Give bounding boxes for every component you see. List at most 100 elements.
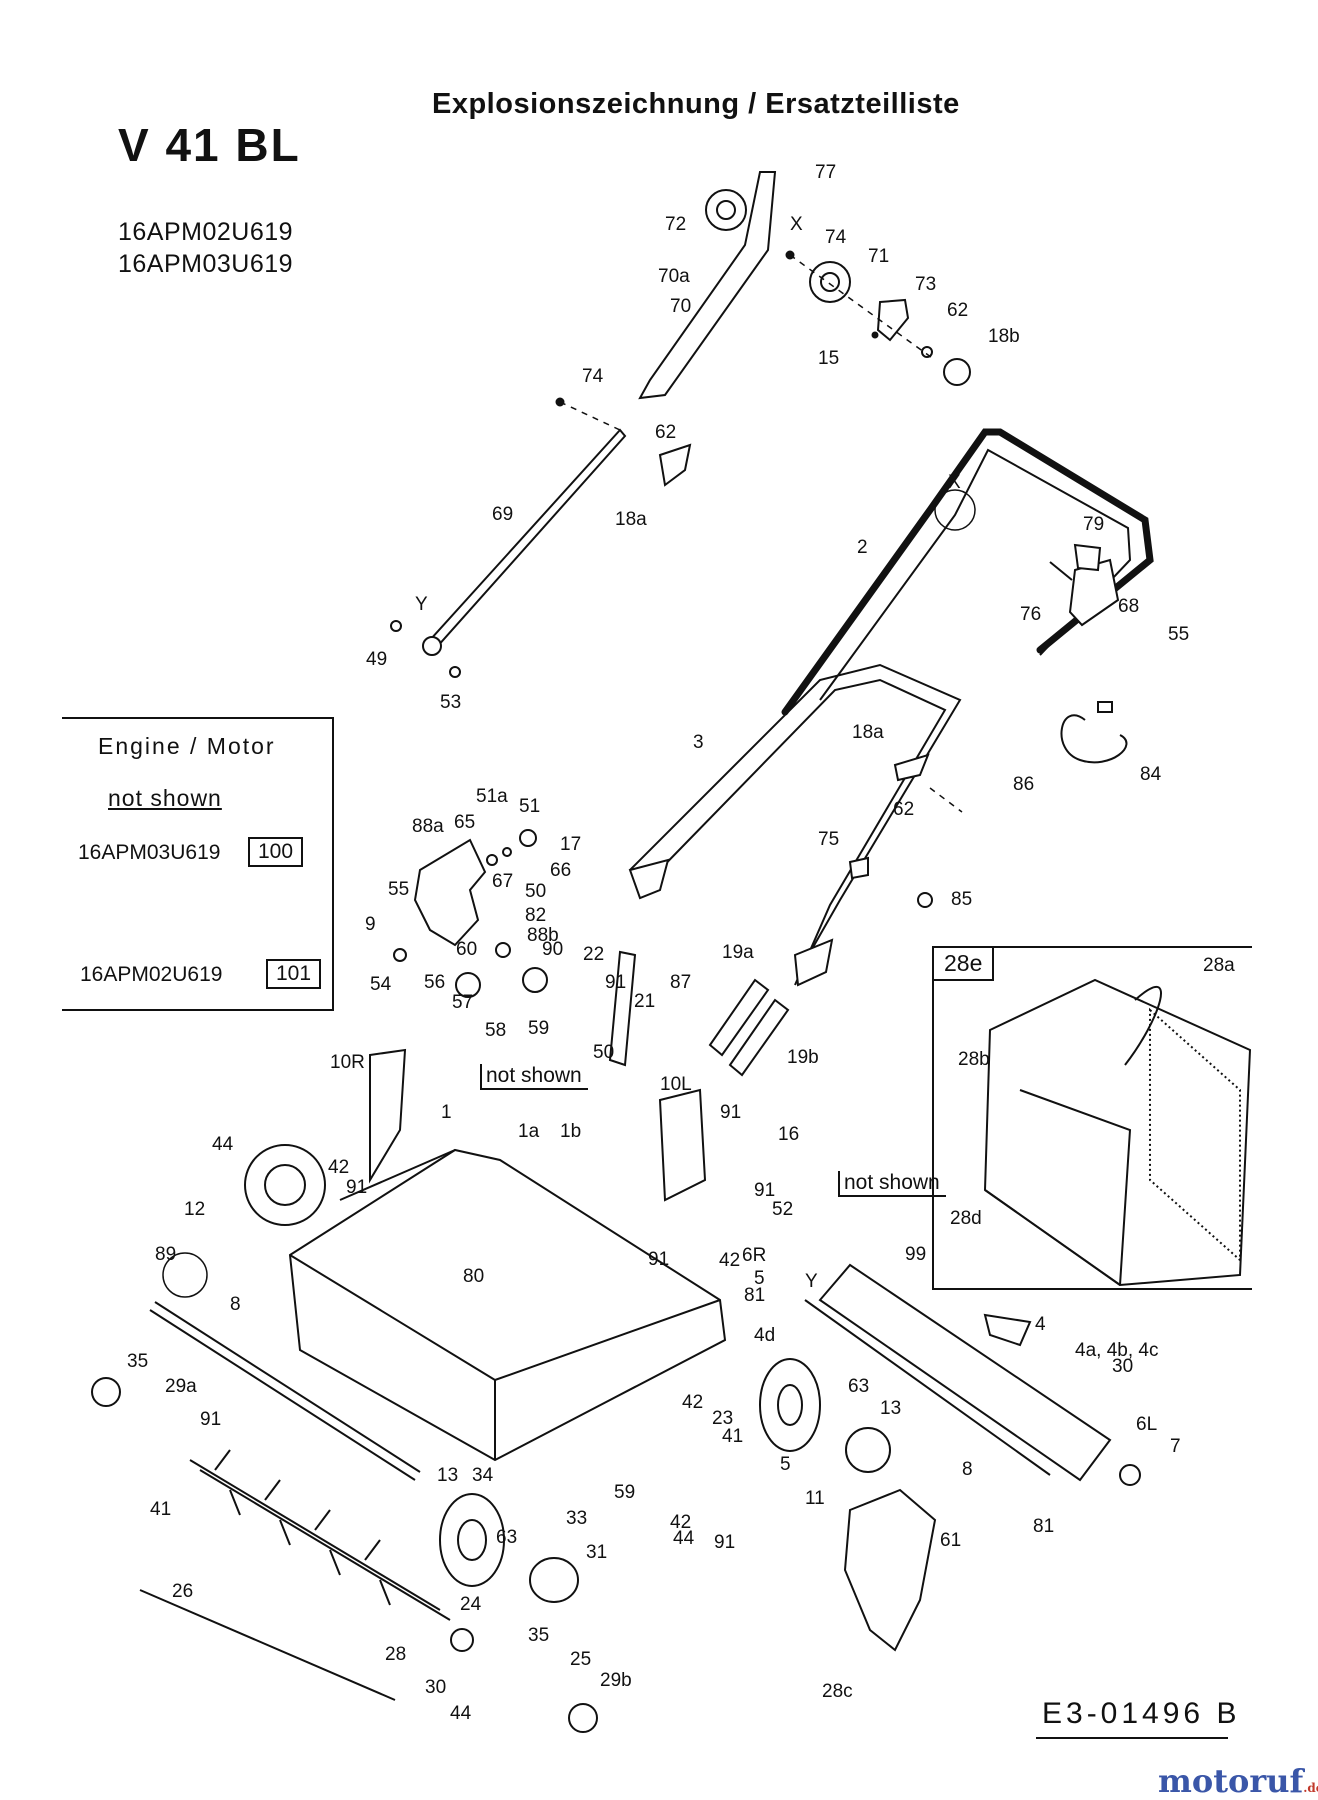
- part-label: 59: [614, 1482, 635, 1503]
- part-label: 2: [857, 537, 868, 558]
- part-label: X: [948, 472, 961, 493]
- part-label: 75: [818, 829, 839, 850]
- watermark-text: motoruf: [1158, 1762, 1304, 1800]
- engine-info-box: Engine / Motor not shown 16APM03U619 100…: [62, 717, 334, 1011]
- part-label: 87: [670, 972, 691, 993]
- part-label: 84: [1140, 764, 1162, 785]
- part-label: 13: [880, 1398, 901, 1419]
- part-label: 28: [385, 1644, 406, 1665]
- model-code-2: 16APM03U619: [118, 250, 294, 278]
- part-label: 91: [605, 972, 626, 993]
- part-label: 80: [463, 1266, 484, 1287]
- part-label: 28c: [822, 1681, 853, 1702]
- part-label: 11: [805, 1488, 825, 1509]
- part-label: 51a: [476, 786, 508, 807]
- part-label: 4a, 4b, 4c: [1075, 1340, 1158, 1361]
- wheels: [439, 1358, 891, 1603]
- part-label: 30: [1112, 1356, 1133, 1377]
- part-label: 66: [550, 860, 571, 881]
- part-label: 29b: [600, 1670, 632, 1691]
- model-title: V 41 BL: [118, 119, 301, 171]
- part-label: 91: [714, 1532, 735, 1553]
- part-label: 1b: [560, 1121, 581, 1142]
- part-label: 55: [1168, 624, 1189, 645]
- part-label: 5: [780, 1454, 791, 1475]
- part-label: 44: [212, 1134, 234, 1155]
- watermark-logo: motoruf.de: [1158, 1762, 1318, 1800]
- part-label: Y: [805, 1271, 818, 1292]
- part-label: 61: [940, 1530, 961, 1551]
- part-label: 17: [560, 834, 581, 855]
- engine-box-heading: Engine / Motor: [98, 733, 276, 759]
- lower-handle: [628, 663, 963, 987]
- part-label: 56: [424, 972, 445, 993]
- part-label: 28d: [950, 1208, 982, 1229]
- part-label: 42: [682, 1392, 703, 1413]
- rod-80: [149, 1252, 421, 1481]
- part-label: 72: [665, 214, 686, 235]
- part-label: 62: [655, 422, 676, 443]
- part-label: 8: [230, 1294, 241, 1315]
- engine-row-code: 16APM02U619: [80, 963, 223, 986]
- part-label: 29a: [165, 1376, 197, 1397]
- watermark-tld: .de: [1303, 1781, 1318, 1795]
- part-label: 18b: [988, 326, 1020, 347]
- part-label: 63: [848, 1376, 869, 1397]
- part-label: 79: [1083, 514, 1104, 535]
- part-label: 74: [825, 227, 847, 248]
- rear-roller: [804, 1263, 1141, 1486]
- part-label: 13: [437, 1465, 458, 1486]
- inset-tag: 28e: [934, 948, 995, 981]
- part-label: 73: [915, 274, 936, 295]
- part-label: 12: [184, 1199, 205, 1220]
- gear-bracket: [393, 829, 637, 1067]
- part-label: 59: [528, 1018, 549, 1039]
- part-label: 89: [155, 1244, 176, 1265]
- part-label: 9: [365, 914, 376, 935]
- part-label: 60: [456, 939, 477, 960]
- upper-handle: [781, 428, 1154, 764]
- part-label: 58: [485, 1020, 506, 1041]
- part-label: 67: [492, 871, 513, 892]
- main-deck: [244, 1048, 727, 1462]
- engine-box-not-shown: not shown: [108, 785, 222, 811]
- part-label: 31: [586, 1542, 607, 1563]
- part-label: 62: [893, 799, 914, 820]
- part-label: 71: [868, 246, 889, 267]
- part-label: Y: [415, 594, 428, 615]
- part-label: 6R: [742, 1245, 766, 1266]
- brackets-19: [708, 978, 790, 1077]
- part-label: 82: [525, 905, 546, 926]
- part-label: 86: [1013, 774, 1034, 795]
- part-label: 63: [496, 1527, 517, 1548]
- part-label: 26: [172, 1581, 193, 1602]
- part-label: 49: [366, 649, 387, 670]
- part-label: 16: [778, 1124, 799, 1145]
- part-label: 15: [818, 348, 839, 369]
- part-label: 81: [1033, 1516, 1054, 1537]
- part-label: 41: [150, 1499, 171, 1520]
- engine-row-part: 101: [266, 959, 322, 989]
- part-label: 53: [440, 692, 461, 713]
- part-label: 24: [460, 1594, 482, 1615]
- part-label: 6L: [1136, 1414, 1157, 1435]
- part-label: 23: [712, 1408, 733, 1429]
- engine-row-part: 100: [248, 837, 304, 867]
- part-label: 5: [754, 1268, 765, 1289]
- part-label: 42: [670, 1512, 691, 1533]
- part-label: 19a: [722, 942, 754, 963]
- part-label: 54: [370, 974, 392, 995]
- part-label: 1: [441, 1102, 452, 1123]
- page-title: Explosionszeichnung / Ersatzteilliste: [432, 88, 960, 120]
- part-label: 19b: [787, 1047, 819, 1068]
- part-label: 10L: [660, 1074, 692, 1095]
- part-label: 74: [582, 366, 604, 387]
- part-label: 28a: [1203, 955, 1235, 976]
- part-label: 51: [519, 796, 540, 817]
- part-label: 42: [719, 1250, 740, 1271]
- part-label: 8: [962, 1459, 973, 1480]
- part-label: 99: [905, 1244, 926, 1265]
- part-label: 25: [570, 1649, 591, 1670]
- part-label: 50: [593, 1042, 614, 1063]
- part-label: 30: [425, 1677, 446, 1698]
